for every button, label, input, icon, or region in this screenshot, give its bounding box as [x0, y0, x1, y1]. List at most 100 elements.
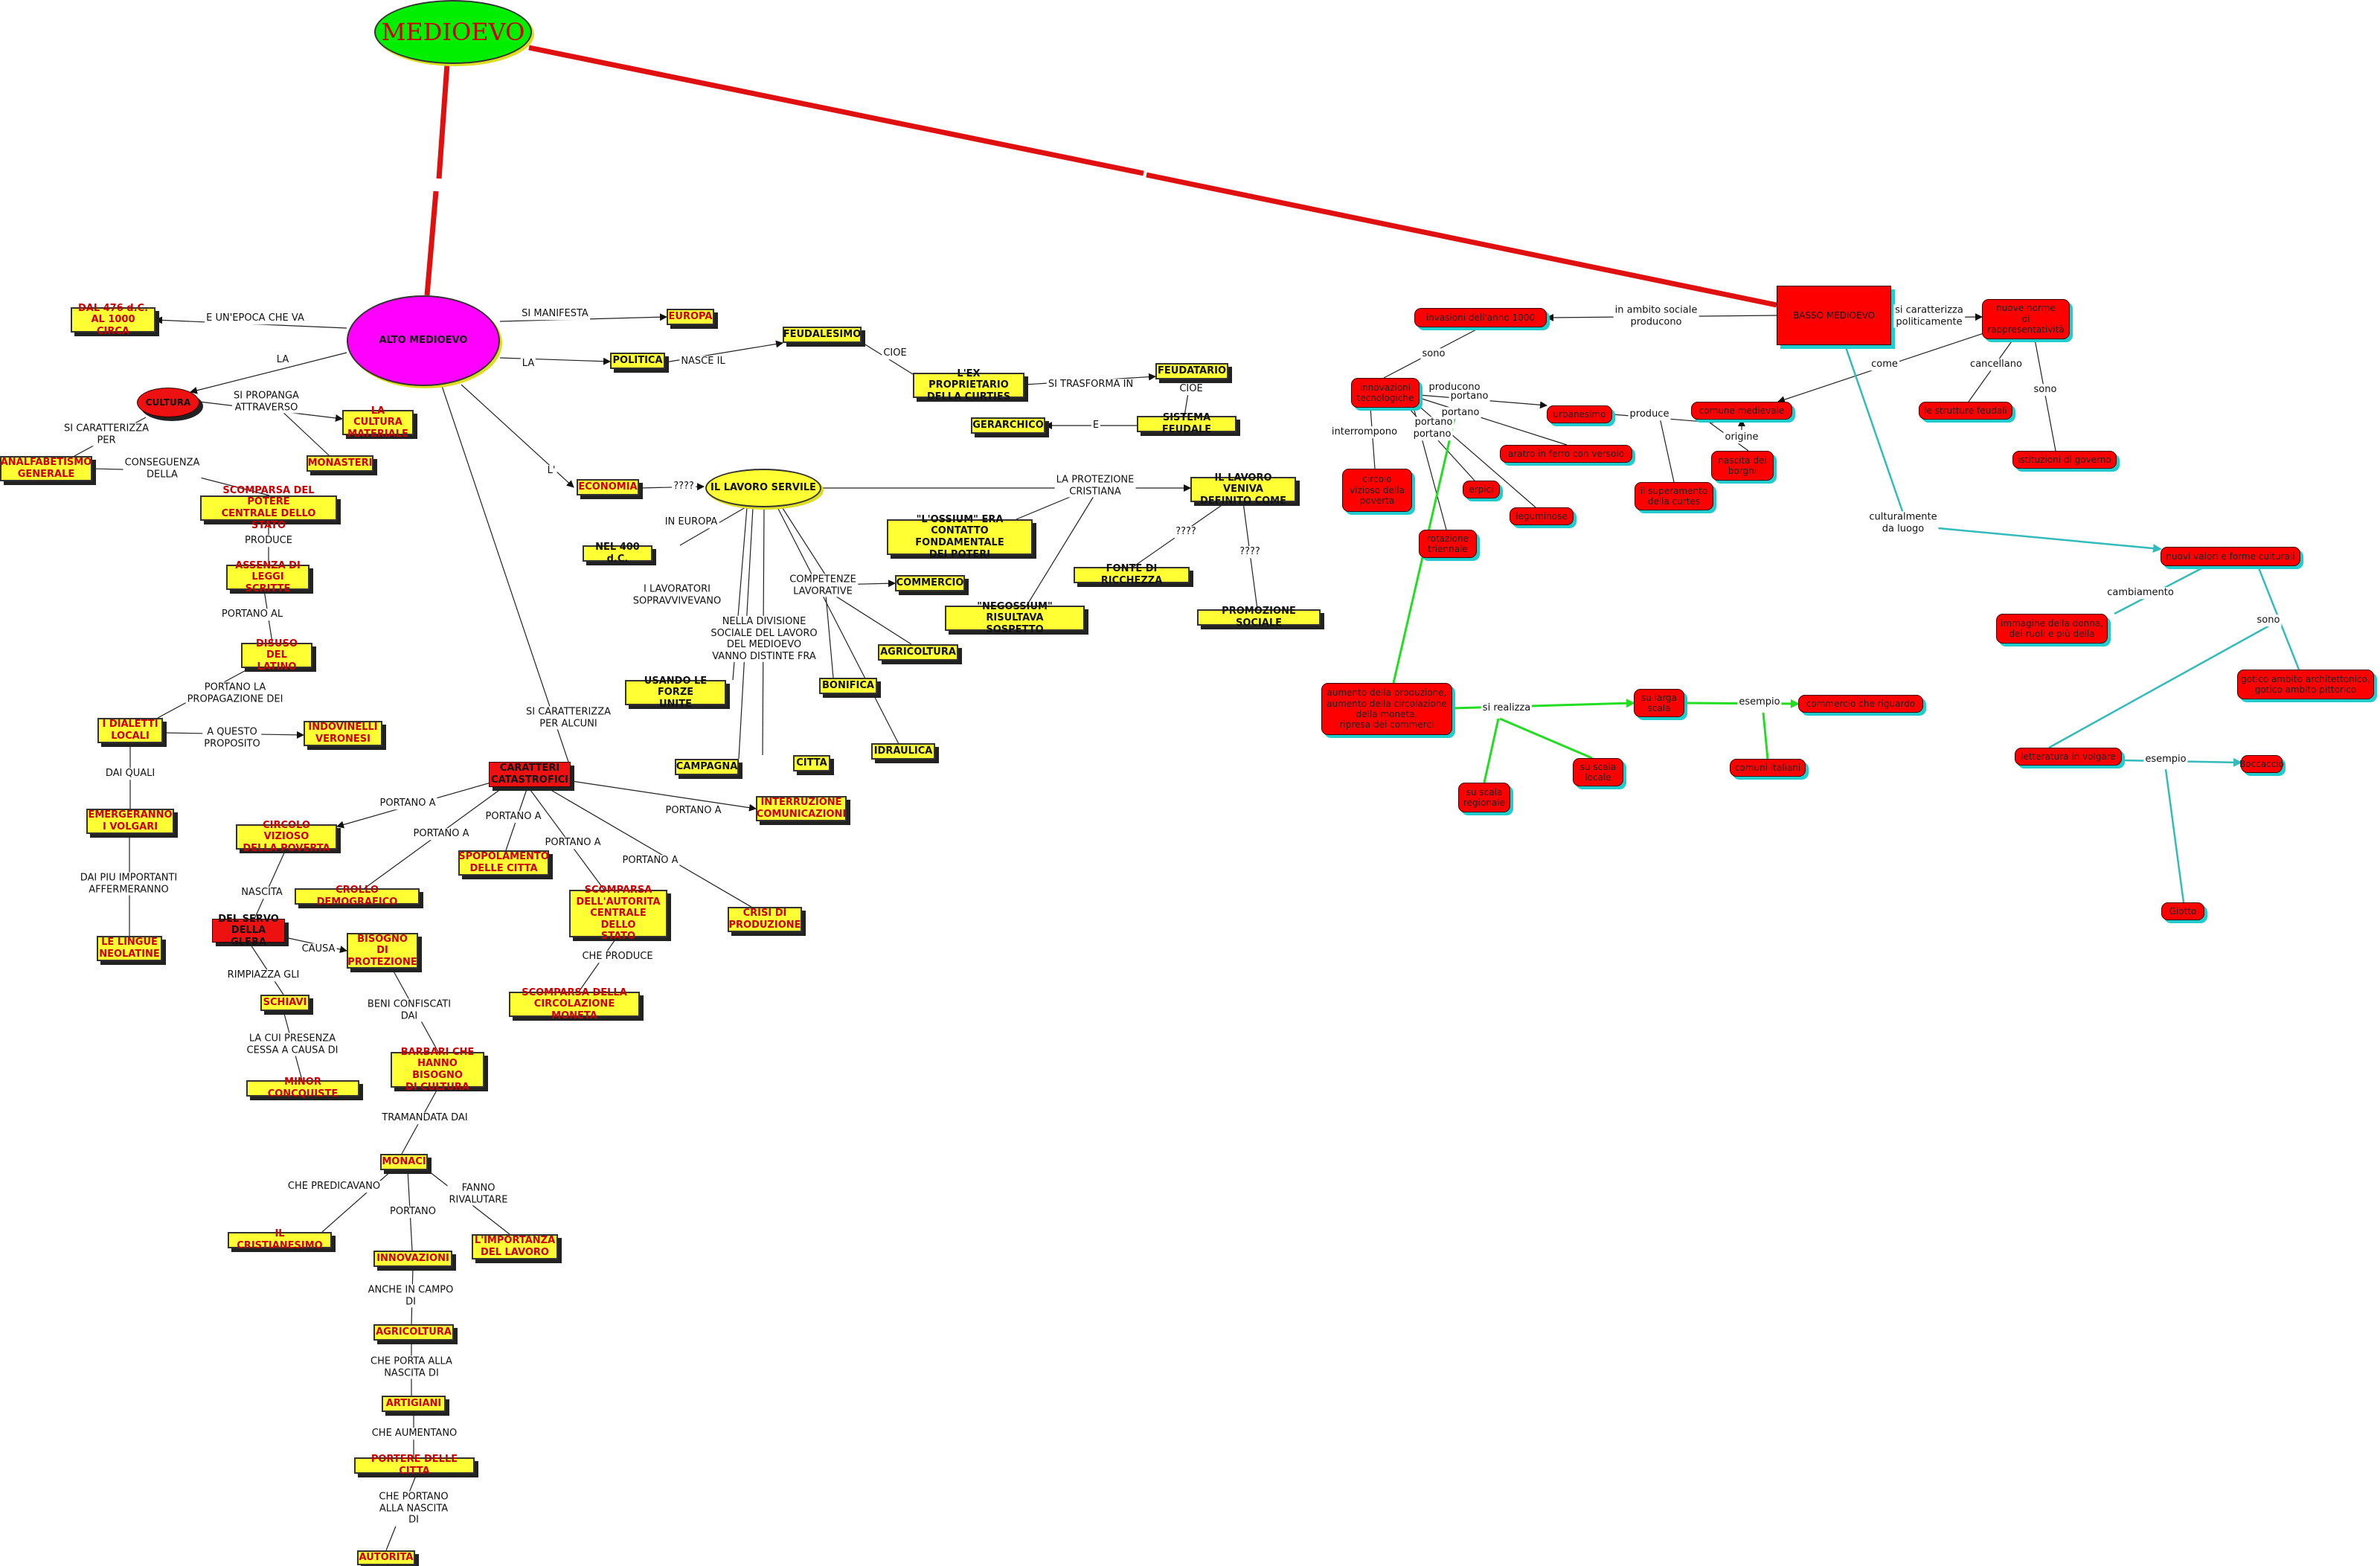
- boccaccio-node[interactable]: Boccaccio: [2239, 755, 2284, 773]
- economia-node[interactable]: ECONOMIA: [577, 479, 639, 495]
- servo-gleba-node[interactable]: DEL SERVO DELLA GLEBA: [212, 914, 285, 948]
- connector-line: [499, 357, 611, 365]
- campagna-node[interactable]: CAMPAGNA: [675, 759, 739, 775]
- forze-unite-node[interactable]: USANDO LE FORZE UNITE: [625, 676, 726, 710]
- idraulica-node[interactable]: IDRAULICA: [871, 743, 935, 760]
- lingue-neolatine-node[interactable]: LE LINGUE NEOLATINE: [97, 936, 162, 961]
- letteratura-volgare-node[interactable]: letteratura in volgare: [2015, 748, 2122, 766]
- connector-line: [831, 593, 912, 645]
- cristianesimo-node[interactable]: IL CRISTIANESIMO: [228, 1228, 332, 1251]
- citta-node[interactable]: CITTA: [793, 755, 830, 771]
- gerarchico-node[interactable]: GERARCHICO: [971, 417, 1045, 434]
- analfabetismo-node[interactable]: ANALFABETISMO GENERALE: [0, 456, 92, 481]
- indovinelli-node[interactable]: INDOVINELLI VERONESI: [304, 721, 382, 746]
- autorita-node[interactable]: AUTORITA: [357, 1550, 415, 1565]
- fonte-ricchezza-node[interactable]: FONTE DI RICCHEZZA: [1074, 563, 1190, 586]
- erpici-node[interactable]: erpici: [1463, 481, 1500, 498]
- monaci-node[interactable]: MONACI: [380, 1154, 428, 1170]
- comune-medievale-node[interactable]: comune medievale: [1691, 402, 1792, 420]
- ex-proprietario-node[interactable]: L'EX PROPRIETARIO DELLA CURTIES: [913, 368, 1024, 402]
- commercio-spezie-node[interactable]: commercio che riguardo: [1798, 695, 1923, 713]
- bonifica-node[interactable]: BONIFICA: [819, 678, 877, 694]
- gotico-node[interactable]: gotico ambito architettonico, gotico amb…: [2237, 670, 2374, 699]
- cultura-materiale-node[interactable]: LA CULTURA MATERIALE: [342, 405, 414, 440]
- innovazioni-node[interactable]: INNOVAZIONI: [373, 1251, 452, 1267]
- emergeranno-node[interactable]: EMERGERANNO I VOLGARI: [86, 809, 174, 834]
- politica-node[interactable]: POLITICA: [610, 353, 665, 369]
- basso-medioevo-node[interactable]: BASSO MEDIOEVO: [1777, 286, 1891, 345]
- connector-line: [441, 385, 569, 763]
- lavoro-servile-node[interactable]: IL LAVORO SERVILE: [705, 469, 821, 507]
- aumento-produzione-node[interactable]: aumento della produzione, aumento della …: [1321, 683, 1452, 735]
- scomparsa-potere-node[interactable]: SCOMPARSA DEL POTERE CENTRALE DELLO STAT…: [200, 485, 337, 531]
- scomparsa-moneta-node[interactable]: SCOMPARSA DELLA CIRCOLAZIONE MONETA: [509, 987, 640, 1021]
- caratteri-node[interactable]: CARATTERI CATASTROFICI: [489, 762, 571, 787]
- importanza-lavoro-node[interactable]: L'IMPORTANZA DEL LAVORO: [472, 1234, 558, 1259]
- link-label: IN EUROPA: [663, 516, 719, 528]
- comuni-italiani-node[interactable]: comuni italiani: [1730, 759, 1806, 777]
- portere-citta-node[interactable]: PORTERE DELLE CITTA: [354, 1454, 475, 1477]
- connector-line: [254, 849, 286, 920]
- link-label: I LAVORATORI SOPRAVVIVEVANO: [631, 583, 723, 607]
- agricoltura2-node[interactable]: AGRICOLTURA: [373, 1324, 454, 1341]
- minor-conquiste-node[interactable]: MINOR CONCQUISTE: [246, 1076, 359, 1100]
- connector-line: [2164, 768, 2185, 903]
- nuovi-valori-node[interactable]: nuovi valori e forme culturali: [2161, 547, 2300, 566]
- medioevo-node[interactable]: MEDIOEVO: [374, 0, 532, 64]
- commercio-node[interactable]: COMMERCIO: [895, 575, 965, 591]
- ossium-node[interactable]: "L'OSSIUM" ERA CONTATTO FONDAMENTALE DEI…: [887, 514, 1033, 560]
- invasioni-node[interactable]: invasioni dell'anno 1000: [1414, 308, 1547, 327]
- link-label: in ambito sociale producono: [1613, 304, 1699, 328]
- innovazioni-tec-node[interactable]: innovazioni tecnologiche: [1351, 378, 1420, 408]
- link-label: CIOE: [1178, 383, 1205, 395]
- link-label: culturalmente da luogo: [1867, 511, 1939, 535]
- barbari-node[interactable]: BARBARI CHE HANNO BISOGNO DI CULTURA: [391, 1047, 484, 1093]
- lavoro-definito-node[interactable]: IL LAVORO VENIVA DEFINITO COME: [1190, 472, 1296, 507]
- connector-line: [535, 780, 760, 912]
- leguminose-node[interactable]: leguminose: [1510, 507, 1574, 525]
- circolo-vizioso-b-node[interactable]: circolo vizioso della poverta: [1342, 469, 1412, 512]
- istituzioni-governo-node[interactable]: istituzioni di governo: [2012, 451, 2117, 469]
- scala-locale-node[interactable]: su scala locale: [1573, 758, 1623, 786]
- monasteri-node[interactable]: MONASTERI: [307, 455, 373, 472]
- link-label: NELLA DIVISIONE SOCIALE DEL LAVORO DEL M…: [709, 615, 819, 663]
- immagine-donna-node[interactable]: immagine della donna, dei ruoli e più de…: [1996, 614, 2108, 644]
- spopolamento-node[interactable]: SPOPOLAMENTO DELLE CITTA: [458, 850, 549, 876]
- interruzione-node[interactable]: INTERRUZIONE COMUNICAZIONI: [756, 796, 847, 821]
- schiavi-node[interactable]: SCHIAVI: [260, 995, 309, 1011]
- circolo-vizioso-node[interactable]: CIRCOLO VIZIOSO DELLA POVERTA: [236, 820, 337, 854]
- nuove-norme-node[interactable]: nuove norme di rappresentatività: [1982, 299, 2070, 339]
- giotto-node[interactable]: Giotto: [2161, 902, 2204, 920]
- aratro-node[interactable]: aratro in ferro con versoio: [1500, 445, 1632, 463]
- scala-regionale-node[interactable]: su scala regionale: [1458, 783, 1510, 812]
- link-label: cambiamento: [2105, 587, 2175, 599]
- link-label: L': [545, 465, 557, 477]
- feudatario-node[interactable]: FEUDATARIO: [1155, 363, 1228, 379]
- urbanesimo-node[interactable]: urbanesimo: [1547, 405, 1612, 423]
- scomparsa-autorita-node[interactable]: SCOMPARSA DELL'AUTORITA CENTRALE DELLO S…: [569, 885, 667, 942]
- strutture-feudali-node[interactable]: le strutture feudali: [1919, 402, 2012, 420]
- nel400-node[interactable]: NEL 400 d.C.: [583, 542, 652, 565]
- dialetti-node[interactable]: I DIALETTI LOCALI: [97, 718, 163, 743]
- agricoltura1-node[interactable]: AGRICOLTURA: [878, 644, 958, 661]
- rotazione-node[interactable]: rotazione triennale: [1419, 530, 1477, 558]
- crollo-node[interactable]: CROLLO DEMOGRAFICO: [295, 885, 420, 908]
- dal476-node[interactable]: DAL 476 d.C. AL 1000 CIRCA: [71, 303, 155, 337]
- sistema-feudale-node[interactable]: SISTEMA FEUDALE: [1137, 412, 1236, 435]
- europa-node[interactable]: EUROPA: [667, 309, 714, 325]
- larga-scala-node[interactable]: su larga scala: [1634, 689, 1684, 717]
- alto-medioevo-node[interactable]: ALTO MEDIOEVO: [347, 295, 500, 386]
- negossium-node[interactable]: "NEGOSSIUM" RISULTAVA SOSPETTO: [945, 601, 1085, 635]
- link-label: CHE PORTANO ALLA NASCITA DI: [377, 1491, 450, 1527]
- feudalesimo-node[interactable]: FEUDALESIMO: [783, 327, 862, 343]
- cultura-node[interactable]: CULTURA: [137, 388, 199, 417]
- superamento-curtes-node[interactable]: il superamento della curtes: [1635, 482, 1713, 510]
- promozione-sociale-node[interactable]: PROMOZIONE SOCIALE: [1197, 606, 1321, 629]
- disuso-latino-node[interactable]: DISUSO DEL LATINO: [241, 638, 312, 673]
- link-label: interrompono: [1329, 426, 1399, 438]
- crisi-produzione-node[interactable]: CRISI DI PRODUZIONE: [728, 907, 802, 932]
- assenza-leggi-node[interactable]: ASSENZA DI LEGGI SCRITTE: [226, 560, 309, 594]
- nascita-borghi-node[interactable]: nascita dei borghi: [1711, 451, 1774, 481]
- bisogno-protezione-node[interactable]: BISOGNO DI PROTEZIONE: [347, 933, 418, 969]
- artigiani-node[interactable]: ARTIGIANI: [382, 1396, 446, 1412]
